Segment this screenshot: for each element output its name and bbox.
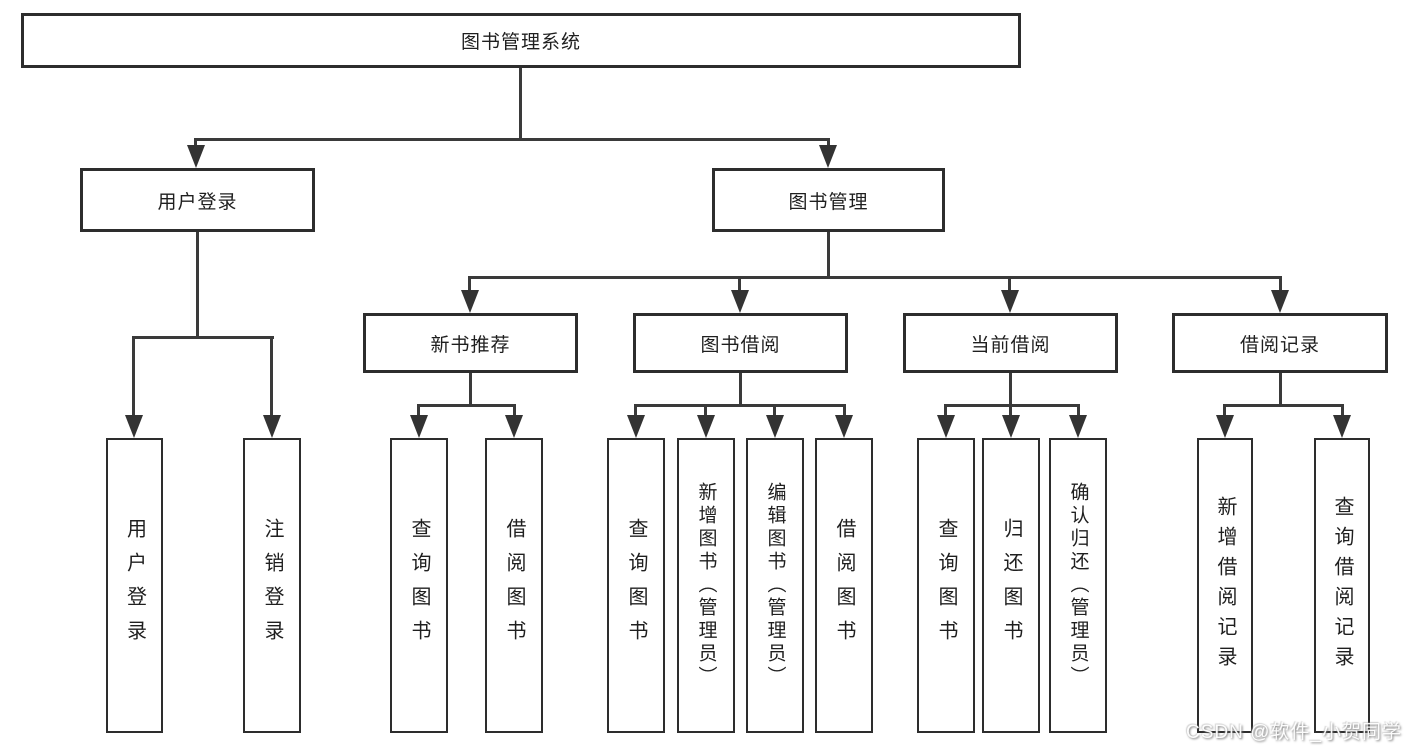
leaf-return-book-label: 归还图书 [1000,517,1022,654]
leaf-query-borrow-record-label: 查询借阅记录 [1331,495,1353,676]
node-book-borrow: 图书借阅 [633,313,848,373]
leaf-add-borrow-record-label: 新增借阅记录 [1214,495,1236,676]
arrow-down-icon [1069,415,1087,438]
node-root-label: 图书管理系统 [460,32,581,53]
connector-book-management-rail [468,276,1282,279]
connector-stub-borrow-book-2 [843,404,846,420]
connector-stub-borrow-record [1279,276,1282,294]
leaf-add-book-admin-label: 新增图书（管理员） [695,482,717,689]
arrow-down-icon [766,415,784,438]
connector-current-borrow-rail [944,404,1080,407]
leaf-query-borrow-record: 查询借阅记录 [1314,438,1370,733]
leaf-confirm-return-admin: 确认归还（管理员） [1049,438,1107,733]
arrow-down-icon [819,145,837,168]
arrow-down-icon [125,415,143,438]
connector-user-login-rail [132,336,274,339]
connector-book-borrow-stem [739,373,742,406]
node-book-management-label: 图书管理 [788,191,869,213]
node-book-borrow-label: 图书借阅 [700,334,781,356]
leaf-return-book: 归还图书 [982,438,1040,733]
connector-stub-return-book [1009,404,1012,420]
leaf-add-borrow-record: 新增借阅记录 [1197,438,1253,733]
node-book-management: 图书管理 [712,168,945,232]
node-new-book-recommend-label: 新书推荐 [430,334,511,356]
leaf-query-book-3-label: 查询图书 [935,517,957,654]
connector-borrow-record-rail [1223,404,1344,407]
leaf-user-login: 用户登录 [106,438,163,733]
node-user-login: 用户登录 [80,168,315,232]
connector-user-login-stem [196,232,199,338]
connector-stub-borrow-book-1 [513,404,516,420]
connector-stub-confirm-return [1077,404,1080,420]
leaf-logout-label: 注销登录 [261,517,283,654]
arrow-down-icon [1271,290,1289,313]
connector-current-borrow-stem [1009,373,1012,406]
leaf-borrow-book-1-label: 借阅图书 [503,517,525,654]
connector-borrow-record-stem [1279,373,1282,406]
arrow-down-icon [1002,415,1020,438]
node-new-book-recommend: 新书推荐 [363,313,578,373]
arrow-down-icon [627,415,645,438]
node-current-borrow: 当前借阅 [903,313,1118,373]
leaf-add-book-admin: 新增图书（管理员） [677,438,735,733]
connector-stub-query-record [1341,404,1344,420]
connector-stub-new-book [468,276,471,294]
connector-stub-leaf-logout [270,336,273,418]
connector-root-stem [519,68,522,140]
arrow-down-icon [1333,415,1351,438]
arrow-down-icon [410,415,428,438]
arrow-down-icon [731,290,749,313]
connector-stub-query-book-1 [417,404,420,420]
arrow-down-icon [263,415,281,438]
connector-stub-query-book-2 [634,404,637,420]
connector-new-book-stem [469,373,472,406]
leaf-confirm-return-admin-label: 确认归还（管理员） [1067,482,1089,689]
node-user-login-label: 用户登录 [157,191,238,213]
node-borrow-record: 借阅记录 [1172,313,1388,373]
leaf-query-book-2-label: 查询图书 [625,517,647,654]
node-borrow-record-label: 借阅记录 [1239,334,1320,356]
node-current-borrow-label: 当前借阅 [970,334,1051,356]
connector-root-rail [194,138,830,141]
leaf-query-book-1: 查询图书 [390,438,448,733]
csdn-watermark: CSDN @软件_小贺同学 [1186,722,1402,743]
leaf-query-book-3: 查询图书 [917,438,975,733]
leaf-query-book-1-label: 查询图书 [408,517,430,654]
connector-book-borrow-rail [634,404,846,407]
node-root: 图书管理系统 [21,13,1021,68]
connector-new-book-rail [417,404,516,407]
connector-stub-leaf-user-login [132,336,135,418]
leaf-user-login-label: 用户登录 [123,517,146,654]
arrow-down-icon [1216,415,1234,438]
connector-stub-current-borrow [1008,276,1011,294]
connector-stub-add-book [704,404,707,420]
leaf-logout: 注销登录 [243,438,301,733]
arrow-down-icon [187,145,205,168]
leaf-borrow-book-2: 借阅图书 [815,438,873,733]
arrow-down-icon [697,415,715,438]
arrow-down-icon [505,415,523,438]
arrow-down-icon [937,415,955,438]
leaf-borrow-book-1: 借阅图书 [485,438,543,733]
leaf-query-book-2: 查询图书 [607,438,665,733]
connector-stub-query-book-3 [944,404,947,420]
leaf-borrow-book-2-label: 借阅图书 [833,517,855,654]
connector-stub-edit-book [773,404,776,420]
connector-book-management-stem [827,232,830,278]
arrow-down-icon [461,290,479,313]
arrow-down-icon [835,415,853,438]
leaf-edit-book-admin: 编辑图书（管理员） [746,438,804,733]
connector-stub-add-record [1223,404,1226,420]
leaf-edit-book-admin-label: 编辑图书（管理员） [764,482,786,689]
connector-stub-book-borrow [738,276,741,294]
arrow-down-icon [1001,290,1019,313]
